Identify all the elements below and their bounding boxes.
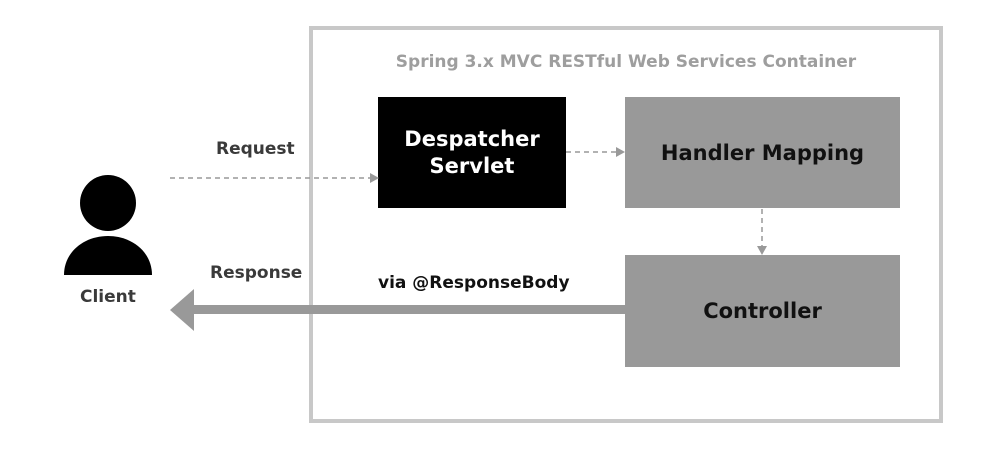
controller-label: Controller	[703, 299, 822, 323]
via-responsebody-label: via @ResponseBody	[378, 273, 570, 293]
despatcher-to-handler-arrow	[566, 147, 625, 157]
client-label: Client	[80, 287, 136, 307]
response-label: Response	[210, 263, 303, 283]
despatcher-servlet-node: Despatcher Servlet	[378, 97, 566, 208]
handler-mapping-node: Handler Mapping	[625, 97, 900, 208]
despatcher-label-line1: Despatcher	[404, 126, 540, 151]
container-title: Spring 3.x MVC RESTful Web Services Cont…	[395, 52, 857, 72]
despatcher-label-line2: Servlet	[429, 153, 515, 178]
request-arrow	[170, 173, 379, 183]
response-arrow	[170, 289, 625, 331]
container-border	[309, 26, 943, 423]
request-label: Request	[216, 139, 295, 159]
handler-to-controller-arrow	[757, 209, 767, 255]
user-icon	[64, 175, 152, 275]
controller-node: Controller	[625, 255, 900, 367]
handler-mapping-label: Handler Mapping	[660, 140, 865, 165]
